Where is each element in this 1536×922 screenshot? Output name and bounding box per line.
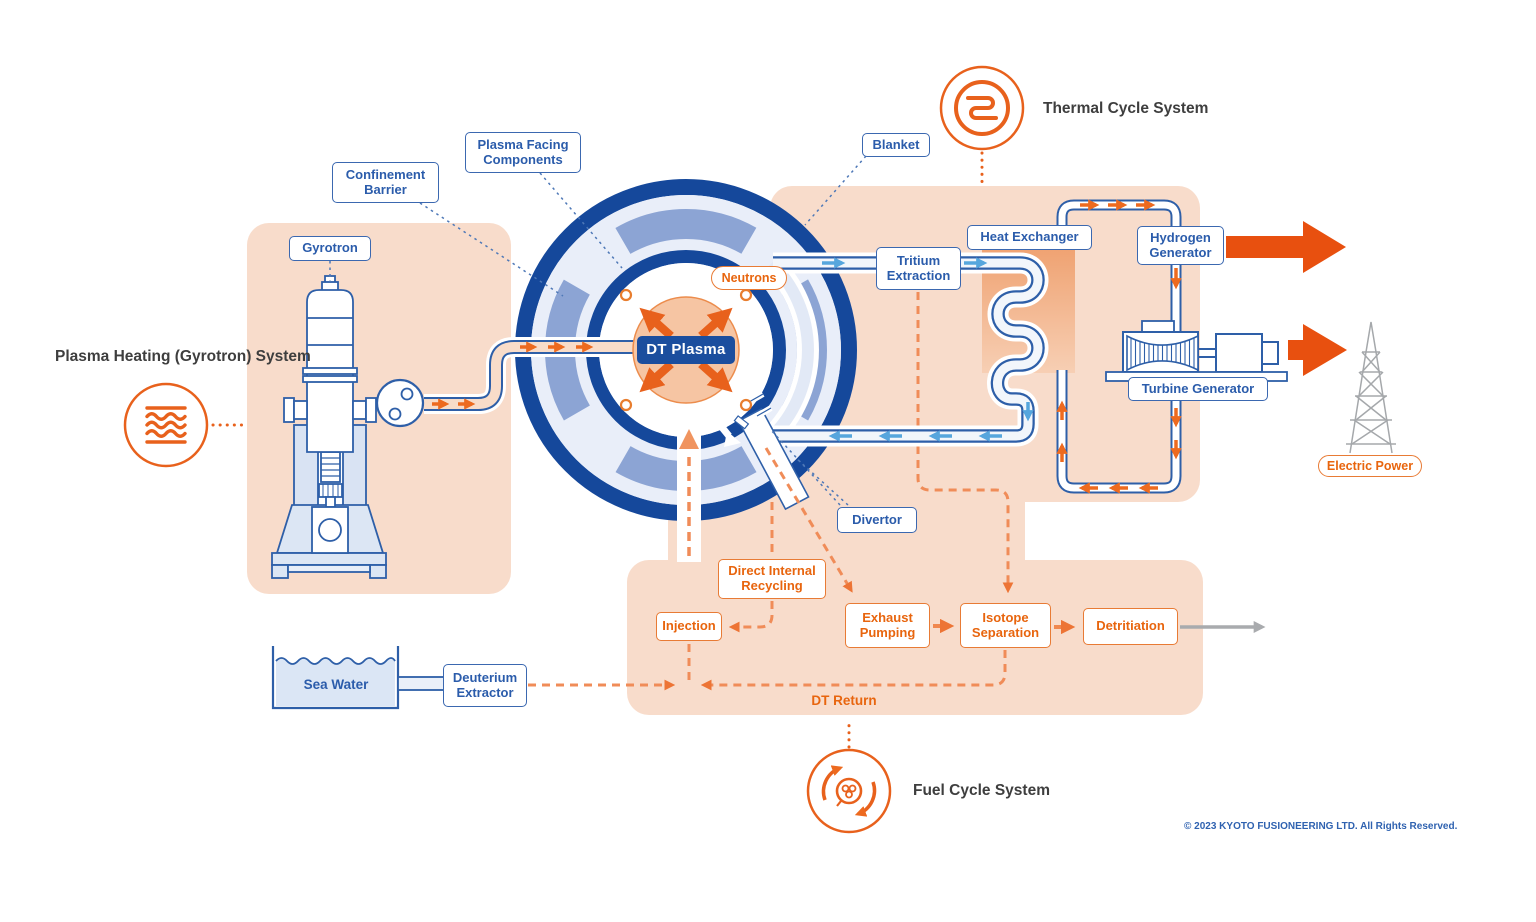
dt-return-line <box>700 650 1007 691</box>
electric-tower <box>1346 321 1396 454</box>
generator-body <box>1215 333 1263 373</box>
label-detritiation: Detritiation <box>1083 608 1178 645</box>
gyrotron-waveguide <box>424 347 640 404</box>
label-tritium-extraction: Tritium Extraction <box>876 247 961 290</box>
label-gyrotron: Gyrotron <box>289 236 371 261</box>
secondary-thermal-loop <box>1056 199 1182 494</box>
sea-water-tank <box>271 646 445 710</box>
heating-flow-arrows <box>432 341 594 410</box>
label-confinement-barrier: Confinement Barrier <box>332 162 439 203</box>
fuel-cycle-system-title: Fuel Cycle System <box>913 782 1050 799</box>
electric-output-arrow <box>1288 324 1347 376</box>
fuel-cycle-lines <box>528 447 1007 691</box>
divertor-leader <box>769 428 849 506</box>
label-deuterium-extractor: Deuterium Extractor <box>443 664 527 707</box>
label-exhaust-pumping: Exhaust Pumping <box>845 603 930 648</box>
icon-connectors <box>211 151 984 749</box>
neutron-points <box>619 288 753 412</box>
label-divertor: Divertor <box>837 507 917 533</box>
tank-outlet-pipe <box>397 676 445 691</box>
recycling-to-injection-line <box>728 601 774 633</box>
blanket-leader <box>804 155 867 226</box>
label-plasma-facing-components: Plasma Facing Components <box>465 132 581 173</box>
label-heat-exchanger: Heat Exchanger <box>967 225 1092 250</box>
coolant-flow-arrows <box>822 257 1034 442</box>
label-direct-internal-recycling: Direct Internal Recycling <box>718 559 826 599</box>
hydrogen-output-arrow <box>1226 221 1346 273</box>
label-turbine-generator: Turbine Generator <box>1128 377 1268 401</box>
confinement-barrier-leader <box>419 202 564 297</box>
gyrotron-device <box>271 275 425 579</box>
blanket-coolant-arc <box>763 255 819 445</box>
divertor-assembly <box>713 391 810 511</box>
label-isotope-separation: Isotope Separation <box>960 603 1051 648</box>
label-dt-plasma: DT Plasma <box>637 336 735 364</box>
tritium-to-isotope-line <box>916 292 1014 594</box>
injection-pipe <box>677 424 701 562</box>
fuel-box-arrows <box>933 618 1266 635</box>
plasma-heating-icon <box>123 382 209 468</box>
pfc-leader <box>539 172 623 269</box>
label-hydrogen-generator: Hydrogen Generator <box>1137 226 1224 265</box>
output-arrows <box>1226 221 1347 376</box>
gyrotron-window-sphere <box>375 378 425 428</box>
thermal-cycle-icon <box>939 65 1025 151</box>
primary-coolant-loop <box>773 245 1075 436</box>
label-dt-return: DT Return <box>811 693 877 708</box>
label-blanket: Blanket <box>862 133 930 157</box>
fuel-cycle-icon <box>806 748 892 834</box>
neutron-arrows <box>639 307 733 393</box>
leader-lines <box>329 155 867 506</box>
steam-flow-arrows <box>1056 199 1182 494</box>
copyright-text: © 2023 KYOTO FUSIONEERING LTD. All Right… <box>1184 821 1458 832</box>
label-injection: Injection <box>656 612 722 641</box>
label-electric-power: Electric Power <box>1318 455 1422 477</box>
plasma-heating-system-title: Plasma Heating (Gyrotron) System <box>55 348 311 365</box>
label-neutrons: Neutrons <box>711 266 787 290</box>
label-sea-water: Sea Water <box>303 677 369 692</box>
thermal-cycle-system-title: Thermal Cycle System <box>1043 100 1209 117</box>
